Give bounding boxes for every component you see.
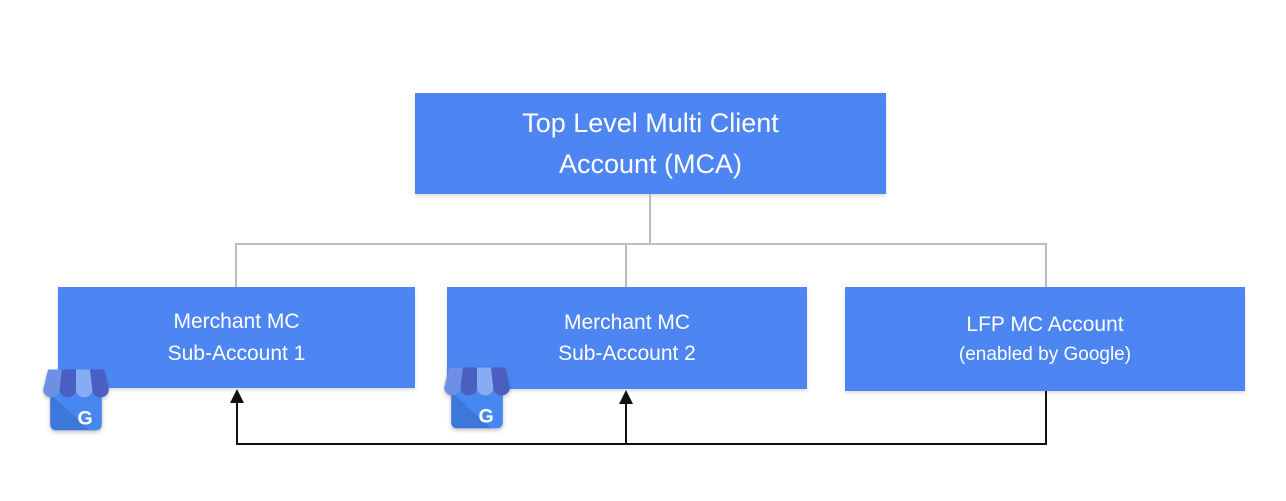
sub2-label-line1: Merchant MC <box>563 310 691 334</box>
lfp-label-line1: LFP MC Account <box>966 313 1124 336</box>
google-business-icon: G <box>43 369 109 431</box>
awning-stripe-4 <box>89 369 109 398</box>
sub1-label-line2: Sub-Account 1 <box>167 341 306 365</box>
mca-root-label-line1: Top Level Multi Client <box>522 108 779 138</box>
google-g-letter: G <box>77 408 92 430</box>
merchant-sub-account-1-box: Merchant MC Sub-Account 1 <box>58 287 415 388</box>
awning-stripe-1 <box>444 367 464 396</box>
mca-root-box: Top Level Multi Client Account (MCA) <box>415 93 886 194</box>
tree-connector-drop-sub2 <box>625 243 627 288</box>
google-business-icon: G <box>444 367 510 429</box>
arrowhead-to-sub2-icon <box>619 390 633 404</box>
lfp-label-line2: (enabled by Google) <box>958 343 1132 365</box>
awning-stripe-2 <box>460 367 477 396</box>
tree-connector-drop-sub1 <box>235 243 237 288</box>
arrow-path-stem-sub1 <box>236 402 238 445</box>
google-g-letter: G <box>478 406 493 428</box>
sub2-label-line2: Sub-Account 2 <box>558 342 696 365</box>
arrow-path-lfp-down <box>1045 391 1047 445</box>
storefront-body <box>451 384 503 429</box>
lfp-mc-account-box: LFP MC Account (enabled by Google) <box>845 287 1245 391</box>
tree-connector-drop-lfp <box>1045 243 1047 288</box>
awning-stripe-4 <box>490 367 510 396</box>
tree-connector-horizontal <box>235 243 1047 245</box>
tree-connector-root-stem <box>649 194 651 245</box>
arrowhead-to-sub1-icon <box>230 389 244 403</box>
arrow-path-horizontal <box>236 443 1047 445</box>
mca-root-label-line2: Account (MCA) <box>558 148 743 179</box>
awning-stripe-3 <box>76 369 93 398</box>
arrow-path-stem-sub2 <box>625 402 627 445</box>
awning-stripe-1 <box>43 369 63 398</box>
sub1-label-line1: Merchant MC <box>173 310 300 333</box>
awning-stripe-3 <box>477 367 494 396</box>
merchant-sub-account-2-box: Merchant MC Sub-Account 2 <box>447 287 807 389</box>
awning-stripe-2 <box>59 369 76 398</box>
storefront-body <box>50 386 102 431</box>
